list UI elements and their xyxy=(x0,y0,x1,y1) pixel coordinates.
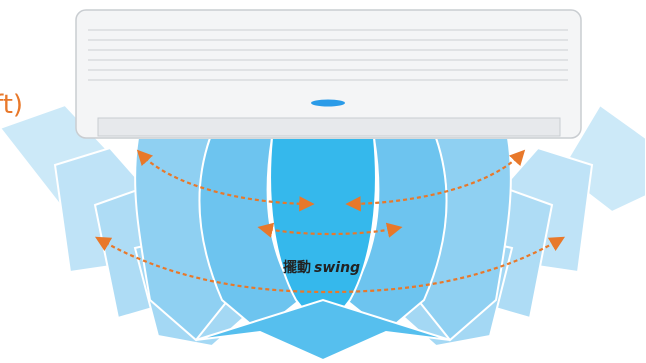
swing-arrow xyxy=(136,149,315,212)
swing-label-chinese: 擺動 xyxy=(283,260,311,276)
swing-label-english: swing xyxy=(314,260,361,276)
swing-arrow-icon xyxy=(94,149,566,294)
swing-arrow xyxy=(345,149,526,212)
indicator-light xyxy=(311,99,345,107)
air-conditioner-icon xyxy=(75,9,582,139)
swing-arrow xyxy=(257,222,403,238)
cut-off-label: ft) xyxy=(0,90,24,120)
airflow-bottom xyxy=(195,298,451,362)
airflow-inner xyxy=(134,137,512,362)
